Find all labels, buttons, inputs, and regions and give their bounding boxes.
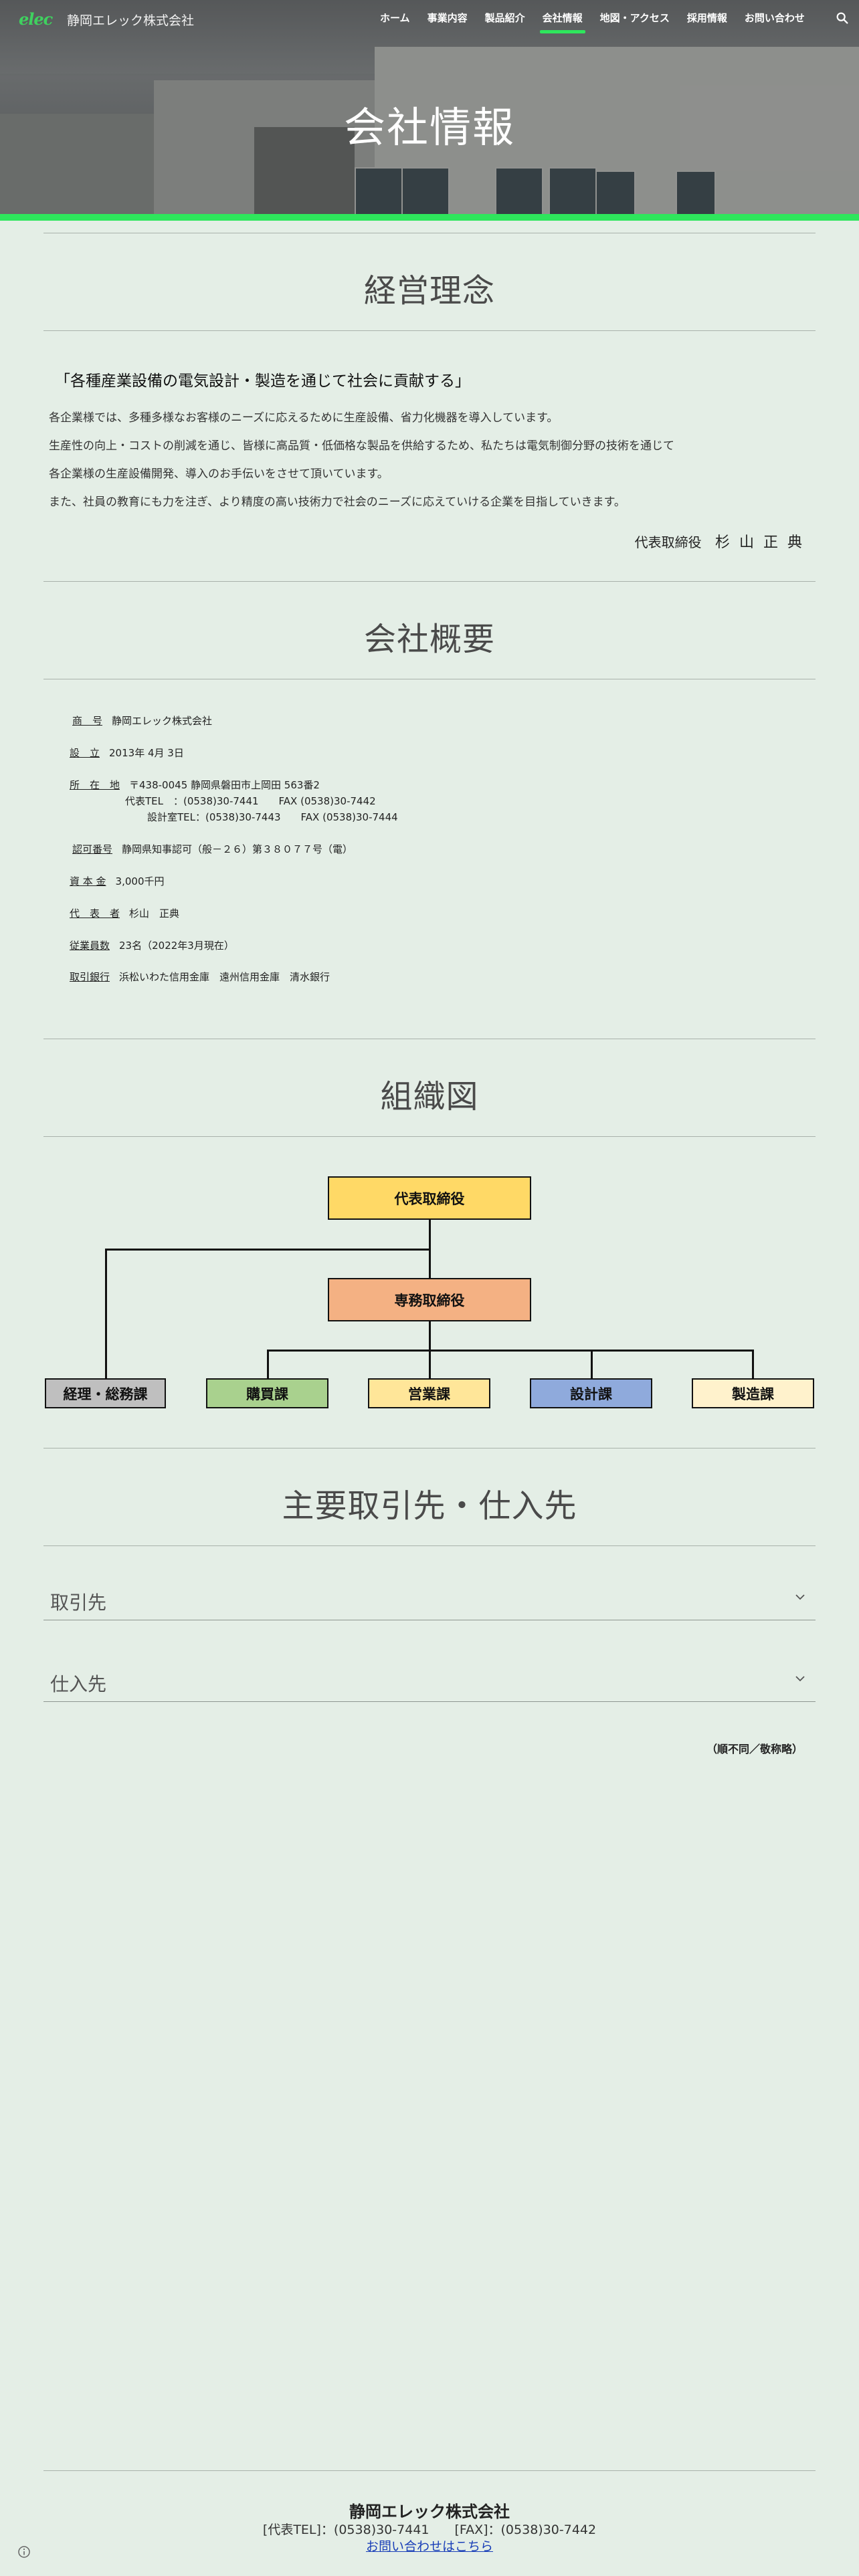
nav-item-products[interactable]: 製品紹介 [484, 12, 525, 24]
philosophy-heading: 「各種産業設備の電気設計・製造を通じて社会に貢献する」 [55, 372, 470, 390]
org-connector [105, 1249, 107, 1378]
section-title-philosophy: 経営理念 [363, 272, 495, 310]
search-icon[interactable] [835, 11, 850, 25]
nav-item-company[interactable]: 会社情報 [534, 11, 591, 37]
divider [43, 1136, 816, 1137]
building-window [595, 171, 636, 221]
building-window [676, 171, 716, 221]
footer-contact-link[interactable]: お問い合わせはこちら [365, 2539, 493, 2554]
org-box-president: 代表取締役 [328, 1176, 531, 1220]
org-box-sales: 営業課 [368, 1378, 490, 1408]
section-title-org: 組織図 [380, 1078, 479, 1115]
profile-label: 所 在 地 [70, 779, 120, 791]
philosophy-line: また、社員の教育にも力を注ぎ、より精度の高い技術力で社会のニーズに応えていける企… [49, 496, 626, 509]
info-icon[interactable] [17, 2545, 31, 2559]
profile-value: 2013年 4月 3日 [109, 747, 184, 759]
org-box-design: 設計課 [530, 1378, 652, 1408]
org-box-senior-director: 専務取締役 [328, 1278, 531, 1321]
nav-item-home[interactable]: ホーム [380, 12, 410, 24]
building-door [254, 127, 355, 221]
philosophy-line: 生産性の向上・コストの削減を通じ、皆様に高品質・低価格な製品を供給するため、私た… [49, 439, 674, 453]
footer-tel: [代表TEL]：(0538)30-7441 [FAX]：(0538)30-744… [262, 2523, 597, 2537]
chevron-down-icon[interactable] [794, 1673, 806, 1685]
org-connector [752, 1350, 754, 1378]
building-window [495, 167, 543, 221]
profile-label: 設 立 [70, 747, 100, 759]
org-connector [591, 1350, 593, 1378]
profile-row-banks: 取引銀行浜松いわた信用金庫 遠州信用金庫 清水銀行 [70, 970, 330, 984]
profile-row-license: 認可番号静岡県知事認可（般－２６）第３８０７７号（電） [72, 842, 353, 856]
profile-tel-design: 設計室TEL：(0538)30-7443 FAX (0538)30-7444 [147, 811, 398, 823]
profile-label: 取引銀行 [70, 971, 110, 983]
hero-accent-stripe [0, 214, 859, 221]
profile-row-employees: 従業員数 23名（2022年3月現在） [70, 938, 234, 952]
partners-note: （順不同／敬称略） [706, 1743, 803, 1755]
org-connector [267, 1350, 754, 1352]
profile-tel-main: 代表TEL ：(0538)30-7441 FAX (0538)30-7442 [125, 795, 376, 807]
chevron-down-icon[interactable] [794, 1591, 806, 1603]
divider [43, 581, 816, 582]
profile-value: 23名（2022年3月現在） [119, 940, 234, 952]
profile-value: 3,000千円 [115, 875, 165, 887]
org-box-manufacturing: 製造課 [692, 1378, 814, 1408]
accordion-label: 仕入先 [50, 1673, 107, 1695]
accordion-clients[interactable]: 取引先 [43, 1574, 816, 1620]
top-navbar: elec 静岡エレック株式会社 ホーム 事業内容 製品紹介 会社情報 地図・アク… [0, 0, 859, 39]
divider [43, 1545, 816, 1546]
building-window [355, 167, 403, 221]
org-box-purchasing: 購買課 [206, 1378, 328, 1408]
org-connector [105, 1249, 431, 1251]
philosophy-line: 各企業様では、多種多様なお客様のニーズに応えるために生産設備、省力化機器を導入し… [49, 411, 559, 425]
site-logo[interactable]: elec [19, 9, 53, 29]
profile-value: 〒438-0045 静岡県磐田市上岡田 563番2 [129, 779, 320, 791]
profile-value: 浜松いわた信用金庫 遠州信用金庫 清水銀行 [119, 971, 330, 983]
nav-item-access[interactable]: 地図・アクセス [599, 12, 670, 24]
philosophy-line: 各企業様の生産設備開発、導入のお手伝いをさせて頂いています。 [49, 467, 389, 481]
profile-row-name: 商 号静岡エレック株式会社 [72, 714, 212, 728]
org-connector [429, 1321, 431, 1350]
profile-label: 代 表 者 [70, 907, 120, 920]
signature: 代表取締役 杉山正典 [635, 530, 812, 552]
org-connector [267, 1350, 269, 1378]
profile-label: 商 号 [72, 715, 103, 727]
profile-value: 杉山 正典 [129, 907, 180, 920]
signature-name: 杉山正典 [714, 534, 812, 551]
main-nav: ホーム 事業内容 製品紹介 会社情報 地図・アクセス 採用情報 お問い合わせ [371, 11, 814, 37]
building-left [0, 114, 167, 221]
org-connector [429, 1350, 431, 1378]
building-window [549, 167, 597, 221]
hero-banner: elec 静岡エレック株式会社 ホーム 事業内容 製品紹介 会社情報 地図・アク… [0, 0, 859, 221]
page-title: 会社情報 [343, 103, 515, 152]
section-title-profile: 会社概要 [363, 621, 495, 658]
signature-title: 代表取締役 [634, 534, 702, 550]
accordion-label: 取引先 [50, 1592, 107, 1614]
profile-label: 従業員数 [70, 940, 110, 952]
nav-item-recruit[interactable]: 採用情報 [686, 12, 727, 24]
profile-row-founded: 設 立 2013年 4月 3日 [70, 746, 184, 760]
profile-value: 静岡県知事認可（般－２６）第３８０７７号（電） [122, 843, 353, 855]
company-name[interactable]: 静岡エレック株式会社 [67, 13, 195, 28]
divider [43, 330, 816, 331]
footer-company-name: 静岡エレック株式会社 [349, 2502, 510, 2521]
profile-row-address: 所 在 地〒438-0045 静岡県磐田市上岡田 563番2 [70, 778, 320, 792]
profile-label: 認可番号 [72, 843, 113, 855]
divider [43, 2470, 816, 2471]
nav-item-business[interactable]: 事業内容 [427, 12, 468, 24]
profile-row-capital: 資 本 金 3,000千円 [70, 874, 165, 888]
profile-label: 資 本 金 [70, 875, 106, 887]
accordion-suppliers[interactable]: 仕入先 [43, 1655, 816, 1702]
org-box-accounting: 経理・総務課 [45, 1378, 166, 1408]
hero-overlay [0, 0, 859, 221]
profile-row-representative: 代 表 者杉山 正典 [70, 906, 179, 920]
nav-item-contact[interactable]: お問い合わせ [744, 12, 805, 24]
section-title-partners: 主要取引先・仕入先 [282, 1487, 577, 1525]
profile-value: 静岡エレック株式会社 [112, 715, 213, 727]
